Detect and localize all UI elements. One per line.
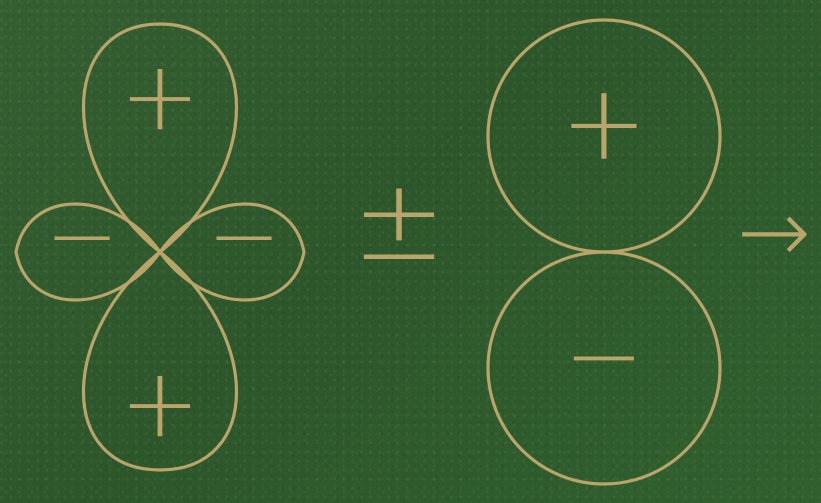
plus-minus-operator: ±	[352, 156, 446, 286]
right-top-lobe-label: +	[560, 61, 647, 183]
left-left-lobe-label: −	[45, 184, 119, 287]
left-right-lobe-label: −	[207, 184, 281, 287]
right-bottom-lobe-label: −	[564, 299, 644, 411]
left-top-lobe-label: +	[120, 40, 200, 152]
left-bottom-lobe-label: +	[120, 347, 200, 459]
right-arrow: →	[737, 180, 811, 283]
